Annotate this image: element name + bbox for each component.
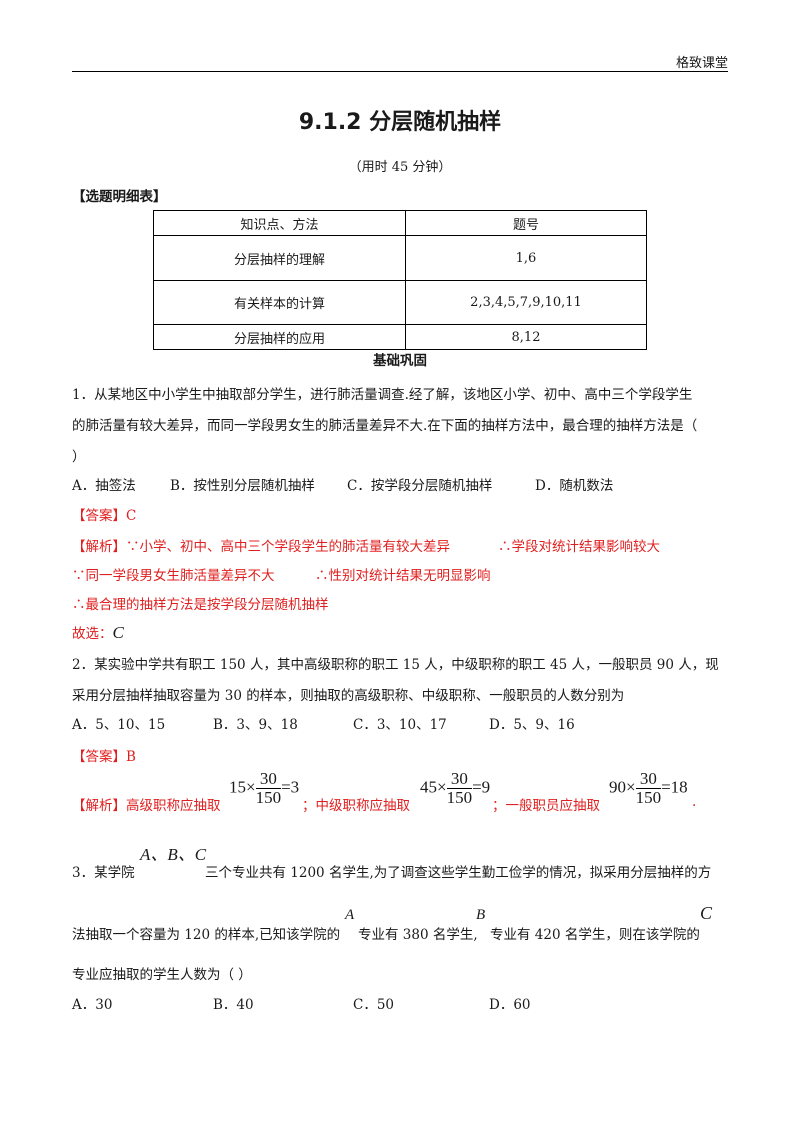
q3-option-b: B．40 [213,997,254,1013]
table-header-cell: 知识点、方法 [153,210,406,236]
q3-line3: 专业应抽取的学生人数为（ ） [72,967,252,983]
formula-denominator: 150 [255,788,282,807]
table-row: 分层抽样的应用 8,12 [153,324,647,350]
q2-option-b: B．3、9、18 [213,717,298,733]
page-title: 9.1.2 分层随机抽样 [298,110,502,135]
q1-analysis-line3: ∴最合理的抽样方法是按学段分层随机抽样 [72,597,329,613]
q2-analysis-part2: ；中级职称应抽取 [302,798,410,814]
formula-denominator: 150 [635,788,662,807]
q3-line2a: 法抽取一个容量为 120 的样本,已知该学院的 [72,927,341,943]
q3-line2c: 专业有 420 名学生，则在该学院的 [490,927,700,943]
q2-analysis-part1: 高级职称应抽取 [126,798,221,814]
q1-analysis-line2a: ∵同一学段男女生肺活量差异不大 [72,568,275,584]
q2-analysis-part3: ；一般职员应抽取 [492,798,600,814]
q3-option-c: C．50 [353,997,395,1013]
q1-conclusion-value: C [112,623,124,642]
q3-var-b: B [476,907,486,923]
q3-number: 3．某学院 [72,865,135,881]
table-row: 有关样本的计算 2,3,4,5,7,9,10,11 [153,280,647,325]
q1-conclusion-label: 故选： [72,626,113,642]
q2-line1: 2．某实验中学共有职工 150 人，其中高级职称的职工 15 人，中级职称的职工… [72,657,719,673]
table-cell: 8,12 [405,324,647,350]
formula-result: =3 [281,777,300,797]
formula-result: =9 [472,777,491,797]
table-cell: 有关样本的计算 [153,280,406,325]
formula-result: =18 [661,777,688,797]
q1-option-b: B．按性别分层随机抽样 [170,478,315,494]
q1-option-a: A．抽签法 [72,478,136,494]
q1-analysis-line1b: ∴学段对统计结果影响较大 [498,539,660,555]
q2-option-d: D．5、9、16 [489,717,575,733]
table-cell: 分层抽样的应用 [153,324,406,350]
q2-option-a: A．5、10、15 [72,717,166,733]
q1-option-c: C．按学段分层随机抽样 [347,478,493,494]
table-row: 分层抽样的理解 1,6 [153,235,647,281]
q1-line2: 的肺活量有较大差异，而同一学段男女生的肺活量差异不大.在下面的抽样方法中，最合理… [72,418,698,434]
q1-analysis-line1a: ∵小学、初中、高中三个学段学生的肺活量有较大差异 [126,539,450,555]
table-header-cell: 题号 [405,210,647,236]
q1-line3: ） [72,449,86,465]
header-rule [72,71,728,72]
q3-option-d: D．60 [489,997,531,1013]
formula-prefix: 45× [420,777,447,797]
page-subtitle: （用时 45 分钟） [348,160,452,175]
formula-numerator: 30 [635,770,662,789]
q3-line1-rest: 三个专业共有 1200 名学生,为了调查这些学生勤工俭学的情况，拟采用分层抽样的… [205,865,712,881]
q2-analysis-end: . [692,794,697,810]
formula-prefix: 15× [229,777,256,797]
q1-analysis-label: 【解析】 [72,539,126,555]
q3-var-a: A [345,907,355,923]
detail-table: 知识点、方法 题号 分层抽样的理解 1,6 有关样本的计算 2,3,4,5,7,… [153,210,647,350]
q3-option-a: A．30 [72,997,113,1013]
q1-line1: 1．从某地区中小学生中抽取部分学生，进行肺活量调查.经了解，该地区小学、初中、高… [72,387,693,403]
section-title: 基础巩固 [373,353,427,369]
q1-answer: 【答案】C [72,508,137,524]
q2-option-c: C．3、10、17 [353,717,447,733]
q2-analysis-label: 【解析】 [72,798,126,814]
header-brand: 格致课堂 [675,56,728,71]
q3-line2b: 专业有 380 名学生, [358,927,478,943]
q3-var-c: C [700,903,713,923]
table-cell: 2,3,4,5,7,9,10,11 [405,280,647,325]
q1-option-d: D．随机数法 [535,478,614,494]
table-cell: 分层抽样的理解 [153,235,406,281]
q2-answer: 【答案】B [72,749,136,765]
table-header-row: 知识点、方法 题号 [153,210,647,236]
formula-numerator: 30 [446,770,473,789]
formula-denominator: 150 [446,788,473,807]
formula-prefix: 90× [609,777,636,797]
q1-analysis-line2b: ∴性别对统计结果无明显影响 [315,568,491,584]
q2-line2: 采用分层抽样抽取容量为 30 的样本，则抽取的高级职称、中级职称、一般职员的人数… [72,688,625,704]
table-cell: 1,6 [405,235,647,281]
q3-majors: A、B、C [140,845,207,864]
detail-table-heading: 【选题明细表】 [72,189,167,205]
formula-numerator: 30 [255,770,282,789]
